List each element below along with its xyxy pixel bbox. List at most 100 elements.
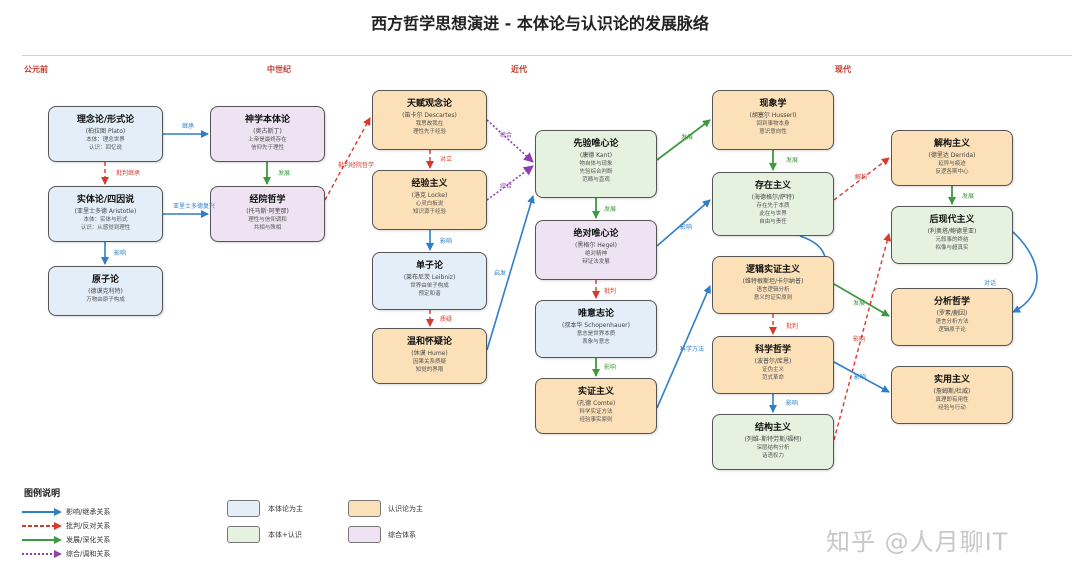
node-plato-idealism[interactable]: 理念论/形式论 (柏拉图 Plato) 本体：理念世界 认识：回忆说	[48, 106, 163, 162]
node-line: 语言分析方法	[935, 319, 969, 325]
relation-edge-10	[486, 119, 534, 163]
era-medieval: 中世纪	[267, 65, 291, 74]
legend-label: 综合/调和关系	[66, 550, 111, 558]
node-line: 我思故我在	[415, 121, 444, 127]
node-title: 天赋观念论	[406, 99, 452, 109]
edge-label: 发展	[681, 134, 694, 141]
node-husserl-phenomenology[interactable]: 现象学 (胡塞尔 Husserl) 回到事物本身 意识意向性	[712, 90, 834, 150]
edge-label: 批判经院哲学	[338, 162, 375, 169]
node-atomism[interactable]: 原子论 (德谟克利特) 万物由原子构成	[48, 266, 163, 316]
node-theology-ontology[interactable]: 神学本体论 (奥古斯丁) 上帝是最终存在 信仰先于理性	[210, 106, 325, 162]
node-descartes-innate-ideas[interactable]: 天赋观念论 (笛卡尔 Descartes) 我思故我在 理性先于经验	[372, 90, 487, 150]
node-line: 辩证法发展	[582, 259, 610, 265]
node-person: (笛卡尔 Descartes)	[402, 112, 457, 119]
legend-critique: 批判/反对关系	[22, 520, 110, 532]
node-line: 范畴与直观	[582, 177, 610, 183]
edge-label: 影响	[854, 374, 867, 381]
legend-label: 综合体系	[388, 531, 416, 539]
diagram-title: 西方哲学思想演进 - 本体论与认识论的发展脉络	[371, 14, 709, 33]
edge-label: 启发	[494, 270, 507, 277]
node-leibniz-monadology[interactable]: 单子论 (莱布尼茨 Leibniz) 世界由单子构成 预定和谐	[372, 252, 487, 310]
node-title: 原子论	[91, 275, 119, 285]
node-schopenhauer-will[interactable]: 唯意志论 (叔本华 Schopenhauer) 意志是世界本质 表象与意志	[535, 300, 657, 358]
relation-edge-18	[656, 285, 711, 409]
node-aristotle-substance[interactable]: 实体论/四因说 (亚里士多德 Aristotle) 本体：实体与形式 认识：从感…	[48, 186, 163, 242]
node-title: 现象学	[759, 99, 787, 109]
relation-edge-11	[486, 165, 534, 201]
node-title: 存在主义	[754, 181, 791, 191]
node-line: 意志是世界本质	[576, 331, 616, 337]
node-pragmatism[interactable]: 实用主义 (詹姆斯/杜威) 真理即有用性 经验与行动	[891, 366, 1013, 424]
node-structuralism[interactable]: 结构主义 (列维-斯特劳斯/福柯) 深层结构分析 话语权力	[712, 414, 834, 470]
node-line: 语言逻辑分析	[756, 287, 790, 293]
node-postmodernism[interactable]: 后现代主义 (利奥塔/鲍德里亚) 元叙事的终结 拟像与超真实	[891, 206, 1013, 264]
node-person: (列维-斯特劳斯/福柯)	[744, 436, 802, 443]
node-locke-empiricism[interactable]: 经验主义 (洛克 Locke) 心灵白板说 知识源于经验	[372, 170, 487, 230]
era-ancient: 公元前	[24, 65, 48, 74]
node-line: 意义的证实原则	[753, 295, 793, 301]
relation-edge-17	[656, 199, 711, 247]
node-person: (胡塞尔 Husserl)	[749, 112, 797, 119]
node-line: 真理即有用性	[935, 397, 969, 403]
node-line: 元叙事的终结	[935, 237, 969, 243]
node-analytic-philosophy[interactable]: 分析哲学 (罗素/蒯因) 语言分析方法 逻辑原子论	[891, 288, 1013, 346]
node-hume-skepticism[interactable]: 温和怀疑论 (休谟 Hume) 因果关系质疑 知觉的界限	[372, 328, 487, 384]
node-title: 神学本体论	[244, 115, 290, 125]
relation-edge-12	[486, 195, 535, 351]
node-line: 理性与信仰调和	[248, 217, 287, 223]
node-hegel-absolute[interactable]: 绝对唯心论 (黑格尔 Hegel) 绝对精神 辩证法发展	[535, 220, 657, 280]
node-line: 知识源于经验	[412, 209, 446, 215]
node-line: 存在先于本质	[756, 203, 790, 209]
node-line: 先验综合判断	[579, 169, 613, 175]
node-line: 世界由单子构成	[410, 283, 449, 289]
node-title: 经验主义	[411, 179, 448, 189]
edge-label: 发展	[786, 157, 799, 164]
node-philosophy-of-science[interactable]: 科学哲学 (波普尔/库恩) 证伪主义 范式革命	[712, 336, 834, 394]
node-line: 认识：从感觉到理性	[80, 225, 131, 231]
legend-label: 本体论为主	[268, 505, 303, 513]
node-line: 范式革命	[761, 375, 784, 381]
legend-label: 批判/反对关系	[66, 522, 111, 530]
node-line: 意识意向性	[759, 129, 787, 135]
relation-edge-22	[833, 157, 890, 201]
era-modern-early: 近代	[511, 65, 527, 74]
node-person: (亚里士多德 Aristotle)	[74, 208, 137, 215]
relation-edge-27	[833, 233, 892, 441]
node-person: (奥古斯丁)	[253, 128, 282, 135]
relation-edge-25	[833, 283, 890, 317]
node-line: 理性先于经验	[412, 129, 446, 135]
node-title: 温和怀疑论	[406, 337, 452, 347]
node-line: 认识：回忆说	[88, 145, 122, 151]
legend-title: 图例说明	[24, 489, 61, 499]
node-person: (托马斯·阿奎那)	[246, 208, 289, 215]
node-scholasticism[interactable]: 经院哲学 (托马斯·阿奎那) 理性与信仰调和 共相与殊相	[210, 186, 325, 242]
legend-swatch-epistemology	[348, 500, 381, 517]
node-person: (康德 Kant)	[579, 152, 613, 159]
node-existentialism[interactable]: 存在主义 (海德格尔/萨特) 存在先于本质 此在与世界 自由与责任	[712, 172, 834, 236]
node-deconstructionism[interactable]: 解构主义 (德里达 Derrida) 延异与痕迹 反逻各斯中心	[891, 130, 1013, 186]
node-line: 上帝是最终存在	[248, 137, 287, 143]
node-person: (柏拉图 Plato)	[85, 128, 126, 135]
legend-label: 发展/深化关系	[66, 536, 111, 544]
node-title: 解构主义	[933, 139, 970, 149]
edge-label: 综合	[500, 132, 513, 139]
node-person: (莱布尼茨 Leibniz)	[403, 274, 456, 281]
node-person: (利奥塔/鲍德里亚)	[927, 228, 977, 235]
legend-influence: 影响/继承关系	[22, 506, 110, 518]
node-line: 回到事物本身	[756, 121, 790, 127]
node-kant-transcendental[interactable]: 先验唯心论 (康德 Kant) 物自体与现象 先验综合判断 范畴与直观	[535, 130, 657, 198]
node-line: 预定和谐	[418, 291, 441, 297]
node-line: 物自体与现象	[579, 161, 613, 167]
node-line: 绝对精神	[584, 251, 607, 257]
node-line: 知觉的界限	[415, 367, 444, 373]
edge-label: 发展	[604, 206, 617, 213]
node-title: 绝对唯心论	[573, 229, 619, 239]
legend-label: 影响/继承关系	[66, 508, 111, 516]
develop-arrow-icon	[22, 536, 62, 544]
node-comte-positivism[interactable]: 实证主义 (孔德 Comte) 科学实证方法 经验事实原则	[535, 378, 657, 434]
node-person: (罗素/蒯因)	[936, 310, 968, 317]
node-logical-positivism[interactable]: 逻辑实证主义 (维特根斯坦/卡尔纳普) 语言逻辑分析 意义的证实原则	[712, 256, 834, 314]
node-person: (休谟 Hume)	[411, 350, 448, 357]
relation-edge-6	[324, 117, 371, 201]
edge-label: 对话	[984, 280, 997, 287]
